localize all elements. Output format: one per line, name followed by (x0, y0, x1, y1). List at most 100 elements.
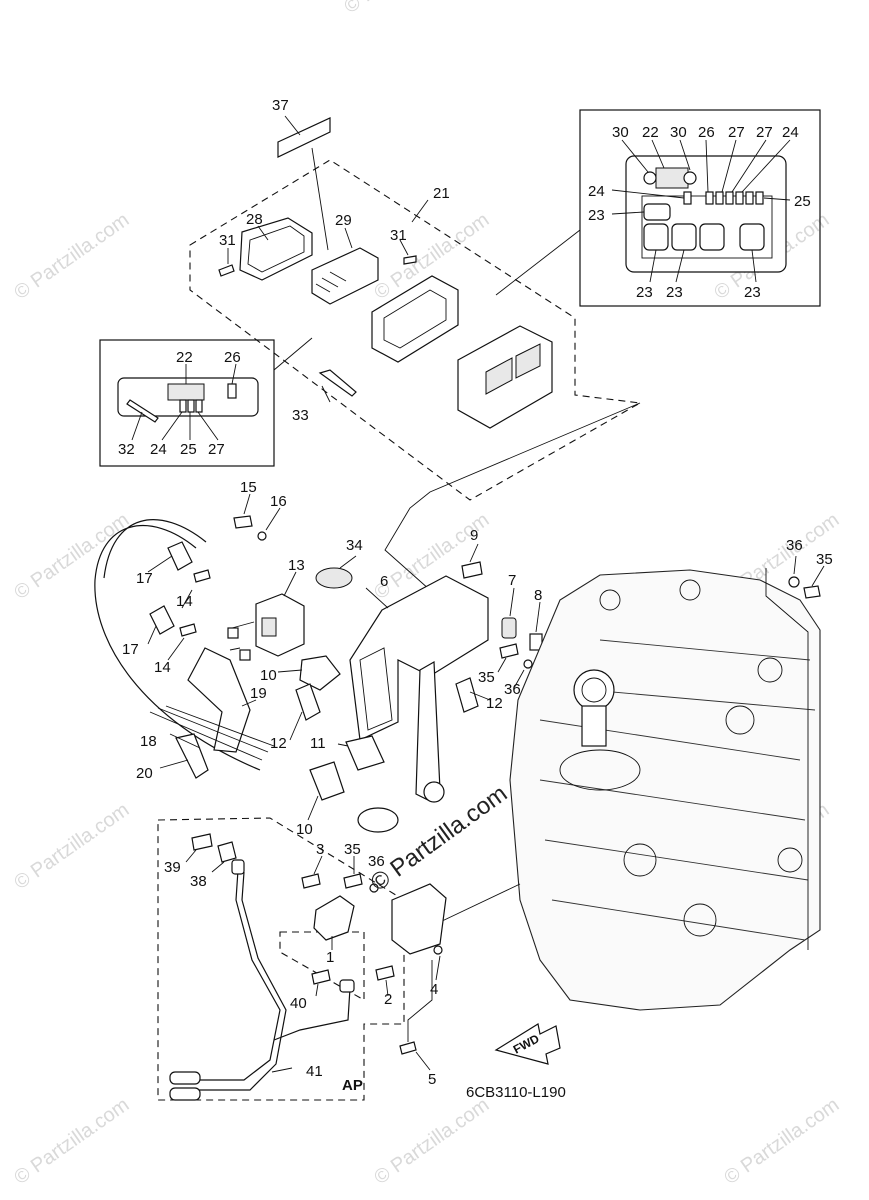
callout-41: 41 (306, 1063, 323, 1080)
callout-36: 36 (504, 681, 521, 698)
leader (315, 983, 319, 997)
bolt-35 (343, 873, 363, 889)
callout-23: 23 (744, 284, 761, 301)
callout-34: 34 (346, 537, 363, 554)
sensor-dashed-boundary (279, 931, 365, 1001)
ecu-connector (485, 357, 513, 395)
block-boss (725, 705, 755, 735)
engine-block (439, 555, 825, 1011)
bolt-40 (311, 969, 331, 985)
inset-pointer (273, 337, 313, 371)
callout-14: 14 (154, 659, 171, 676)
callout-27: 27 (208, 441, 225, 458)
leader (271, 1067, 293, 1073)
leader (284, 115, 301, 136)
bolt-35 (499, 643, 519, 659)
harness-loop (94, 525, 261, 771)
plug (239, 649, 251, 661)
leader (415, 1051, 431, 1071)
tube-19 (187, 647, 251, 753)
callout-10: 10 (260, 667, 277, 684)
watermark: © Partzilla.com (720, 1094, 843, 1189)
fuse-22 (655, 167, 689, 189)
bolt-5 (399, 1041, 417, 1055)
leader (469, 691, 491, 701)
washer-16 (257, 531, 267, 541)
clamp-12 (295, 683, 321, 721)
callout-31: 31 (390, 227, 407, 244)
bracket-assembly (277, 543, 543, 833)
leader (289, 711, 303, 741)
callout-16: 16 (270, 493, 287, 510)
callout-22: 22 (176, 349, 193, 366)
diagram-code: 6CB3110-L190 (466, 1084, 566, 1101)
inset-leaders (611, 189, 791, 283)
inset-connector-left (99, 337, 313, 467)
callout-36: 36 (786, 537, 803, 554)
wires (149, 705, 275, 761)
block-ribs (589, 639, 816, 711)
crank-seat (559, 749, 641, 791)
harness-loop-2 (103, 519, 207, 579)
grommet-34 (315, 567, 353, 589)
callout-6: 6 (380, 573, 388, 590)
callout-26: 26 (224, 349, 241, 366)
clamp-band (357, 807, 399, 833)
callout-35: 35 (816, 551, 833, 568)
callout-30: 30 (670, 124, 687, 141)
clamp-12b (455, 677, 479, 713)
callout-29: 29 (335, 212, 352, 229)
cable-lug (339, 979, 355, 993)
leader (257, 225, 269, 241)
leader (339, 555, 357, 569)
fuse-27 (195, 399, 203, 413)
fwd-arrow: FWD (494, 1023, 561, 1065)
bolt-15 (233, 515, 253, 529)
inset-frame (579, 109, 821, 307)
callout-22: 22 (642, 124, 659, 141)
callouts: 37 21 28 29 31 31 33 30 22 30 26 27 27 2… (118, 97, 833, 1088)
leader (509, 587, 515, 617)
relay-13 (255, 593, 305, 657)
leader (407, 960, 433, 1042)
leader (283, 571, 297, 597)
ap-label: AP (342, 1077, 363, 1094)
sensor-1 (313, 895, 355, 941)
callout-25: 25 (794, 193, 811, 210)
callout-23: 23 (666, 284, 683, 301)
clamp-10 (299, 655, 341, 691)
leader (469, 543, 479, 563)
plug (227, 627, 239, 639)
block-ribs (539, 719, 809, 941)
wire (229, 621, 255, 651)
ecu-bracket-window (383, 289, 447, 349)
callout-20: 20 (136, 765, 153, 782)
callout-9: 9 (470, 527, 478, 544)
leader (167, 637, 185, 661)
bolt-31 (218, 264, 235, 277)
ecu-bracket (371, 275, 459, 363)
leader (385, 979, 389, 997)
watermark: © Partzilla.com (340, 0, 463, 18)
leader (147, 555, 173, 573)
bolt-14 (193, 569, 211, 583)
leader (439, 883, 521, 923)
callout-40: 40 (290, 995, 307, 1012)
leader (211, 861, 225, 873)
leader (243, 493, 251, 515)
relay-23b (643, 223, 669, 251)
fuse-25 (745, 191, 754, 205)
cover-28 (239, 217, 313, 281)
clip-20 (175, 733, 209, 779)
callout-25: 25 (180, 441, 197, 458)
lower-assembly (157, 817, 447, 1101)
block-boss (777, 847, 803, 873)
callout-35: 35 (344, 841, 361, 858)
leader (435, 955, 441, 981)
bolt-14b (179, 623, 197, 637)
leader (365, 587, 389, 609)
leader (811, 565, 825, 587)
cable-lug (169, 1087, 201, 1101)
